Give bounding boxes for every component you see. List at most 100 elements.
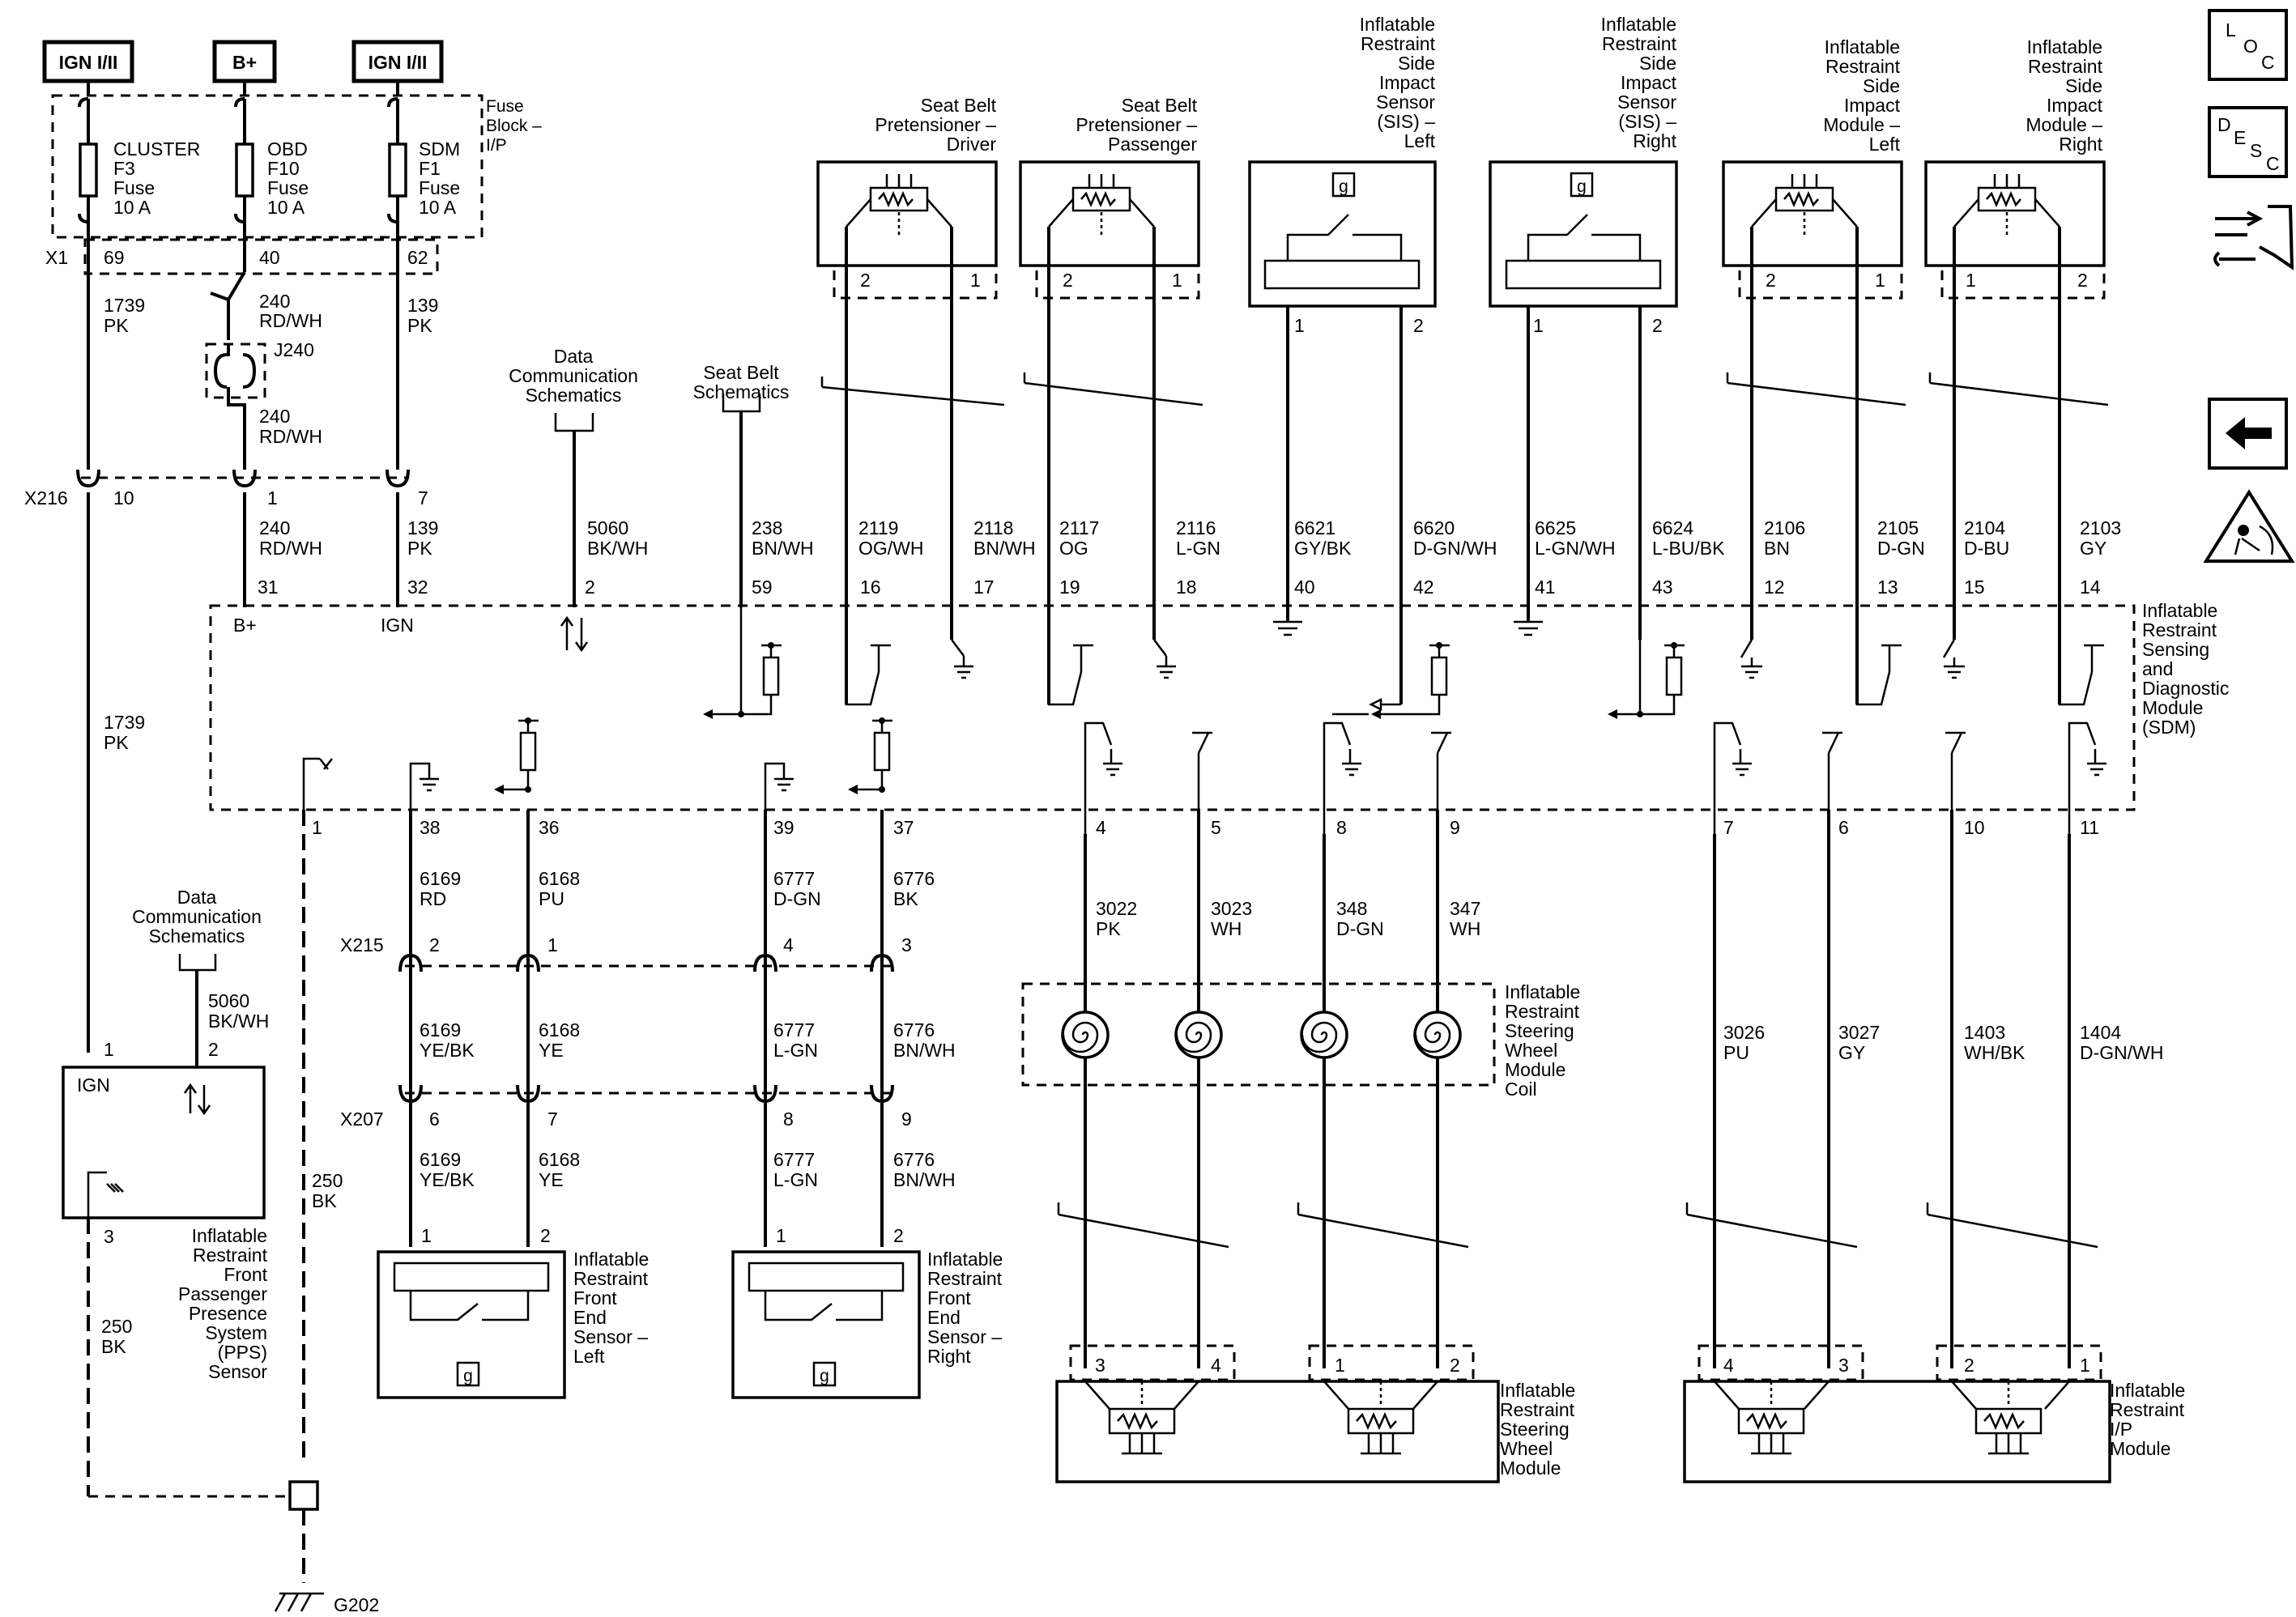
wire-label: BN/WH bbox=[893, 1169, 956, 1190]
component-label: Passenger bbox=[178, 1283, 267, 1304]
wire-label: BK/WH bbox=[587, 538, 648, 559]
component-label: System bbox=[205, 1322, 267, 1343]
side-impact-module-right: Inflatable Restraint Side Impact Module … bbox=[1924, 36, 2106, 300]
fuse-icon bbox=[388, 143, 407, 198]
pin-number: 38 bbox=[420, 817, 441, 838]
wire-label: L-BU/BK bbox=[1652, 538, 1725, 559]
fuse-label: 10 A bbox=[113, 197, 151, 218]
wire-label: 6168 bbox=[539, 1149, 580, 1170]
wire-label: 5060 bbox=[587, 517, 628, 538]
squib-icon bbox=[846, 174, 952, 235]
switch-icon bbox=[1855, 607, 1902, 706]
wire-label: D-GN bbox=[1877, 538, 1925, 559]
pin-number: 1 bbox=[1966, 270, 1976, 291]
pin-number: 16 bbox=[860, 577, 881, 598]
resistor-icon bbox=[494, 717, 539, 794]
component-label: Inflatable bbox=[573, 1249, 649, 1270]
reference-label: Communication bbox=[509, 365, 638, 386]
chassis-ground-icon bbox=[302, 757, 333, 810]
pin-number: 7 bbox=[418, 487, 428, 509]
pin-number: 10 bbox=[1964, 817, 1985, 838]
pin-number: 1 bbox=[1172, 270, 1182, 291]
component-label: Impact bbox=[1379, 72, 1436, 93]
wire-label: YE/BK bbox=[420, 1169, 475, 1190]
fuse-label: Fuse bbox=[267, 177, 309, 198]
component-label: Coil bbox=[1505, 1079, 1537, 1100]
wire-label: 348 bbox=[1336, 898, 1367, 919]
component-label: Module – bbox=[1823, 114, 1900, 135]
pin-number: 4 bbox=[783, 934, 794, 955]
component-label: Restraint bbox=[1500, 1399, 1575, 1420]
icon-letter: D bbox=[2217, 114, 2231, 135]
desc-button[interactable]: D E S C bbox=[2208, 106, 2288, 178]
fuse-block-label: I/P bbox=[486, 136, 507, 155]
wire-label: D-GN bbox=[1336, 918, 1384, 939]
pin-number: 1 bbox=[104, 1039, 114, 1060]
airbag-warning-icon[interactable] bbox=[2203, 489, 2295, 563]
wire-label: 6624 bbox=[1652, 517, 1693, 538]
pin-number: 1 bbox=[776, 1225, 786, 1246]
ground-symbol bbox=[1942, 639, 1965, 679]
wire-label: GY bbox=[1838, 1042, 1865, 1063]
pin-number: 3 bbox=[1838, 1355, 1849, 1376]
power-label: IGN I/II bbox=[368, 52, 428, 73]
loc-button[interactable]: L O C bbox=[2208, 9, 2288, 81]
pin-number: 3 bbox=[104, 1226, 114, 1247]
pps-pin-label: IGN bbox=[77, 1074, 110, 1096]
component-label: End bbox=[573, 1307, 607, 1328]
component-label: Inflatable bbox=[1500, 1380, 1575, 1401]
component-label: Pretensioner – bbox=[1076, 114, 1197, 135]
wire-label: GY/BK bbox=[1294, 538, 1352, 559]
pin-number: 40 bbox=[1294, 577, 1315, 598]
resistor-icon bbox=[703, 642, 782, 719]
pin-number: 2 bbox=[1450, 1355, 1460, 1376]
reference-label: Schematics bbox=[693, 381, 790, 402]
fuse-block-label: Block – bbox=[486, 117, 542, 135]
wire-label: 6169 bbox=[420, 868, 461, 889]
wire-label: 1739 bbox=[104, 295, 145, 316]
component-label: Front bbox=[927, 1287, 971, 1308]
data-arrow-icon bbox=[560, 615, 589, 653]
pin-number: 2 bbox=[1964, 1355, 1974, 1376]
wire-label: 250 bbox=[312, 1170, 343, 1191]
fuse-label: F10 bbox=[267, 158, 300, 179]
module-label: Sensing bbox=[2142, 639, 2209, 660]
wire-label: WH bbox=[1211, 918, 1242, 939]
pin-number: 1 bbox=[267, 487, 278, 509]
wire-label: WH/BK bbox=[1964, 1042, 2026, 1063]
component-label: Left bbox=[1869, 134, 1901, 155]
data-arrow-icon bbox=[183, 1083, 211, 1116]
component-label: Sensor bbox=[1617, 91, 1676, 113]
pin-number: 11 bbox=[2080, 817, 2099, 838]
pin-number: 32 bbox=[407, 577, 428, 598]
ip-module: 4 3 2 1 Inflatable Restraint I/P Module bbox=[1683, 1344, 2185, 1483]
power-source-ign-left: IGN I/II bbox=[42, 40, 134, 83]
component-label: Sensor bbox=[208, 1361, 267, 1382]
component-label: Module – bbox=[2026, 114, 2102, 135]
fuse-label: OBD bbox=[267, 138, 308, 160]
fuse-block-label: Fuse bbox=[486, 97, 524, 116]
connector-repair-icon[interactable] bbox=[2213, 205, 2294, 270]
pin-number: 6 bbox=[1838, 817, 1849, 838]
fuse-label: Fuse bbox=[419, 177, 460, 198]
reference-label: Data bbox=[177, 887, 217, 908]
coil-icon bbox=[1300, 1011, 1348, 1059]
wire-label: 1404 bbox=[2080, 1022, 2121, 1043]
wire-label: WH bbox=[1450, 918, 1480, 939]
pin-number: 2 bbox=[1766, 270, 1776, 291]
steering-wheel-module: 3 4 1 2 Inflatable Restraint Steering Wh… bbox=[1055, 1344, 1575, 1483]
component-label: Impact bbox=[1621, 72, 1677, 93]
icon-letter: S bbox=[2250, 140, 2262, 161]
pin-number: 8 bbox=[783, 1108, 794, 1130]
squib-icon bbox=[1951, 1381, 2070, 1455]
component-label: (SIS) – bbox=[1377, 111, 1435, 132]
back-button[interactable] bbox=[2208, 398, 2288, 470]
wire-label: 6168 bbox=[539, 1019, 580, 1040]
side-impact-sensor-right: Inflatable Restraint Side Impact Sensor … bbox=[1489, 14, 1678, 336]
wire-label: 6169 bbox=[420, 1149, 461, 1170]
component-label: Side bbox=[1863, 75, 1900, 96]
switch-icon bbox=[845, 607, 891, 706]
pin-number: 1 bbox=[547, 934, 558, 955]
connector-name: X1 bbox=[45, 247, 68, 268]
side-impact-sensor-left: Inflatable Restraint Side Impact Sensor … bbox=[1248, 14, 1437, 336]
